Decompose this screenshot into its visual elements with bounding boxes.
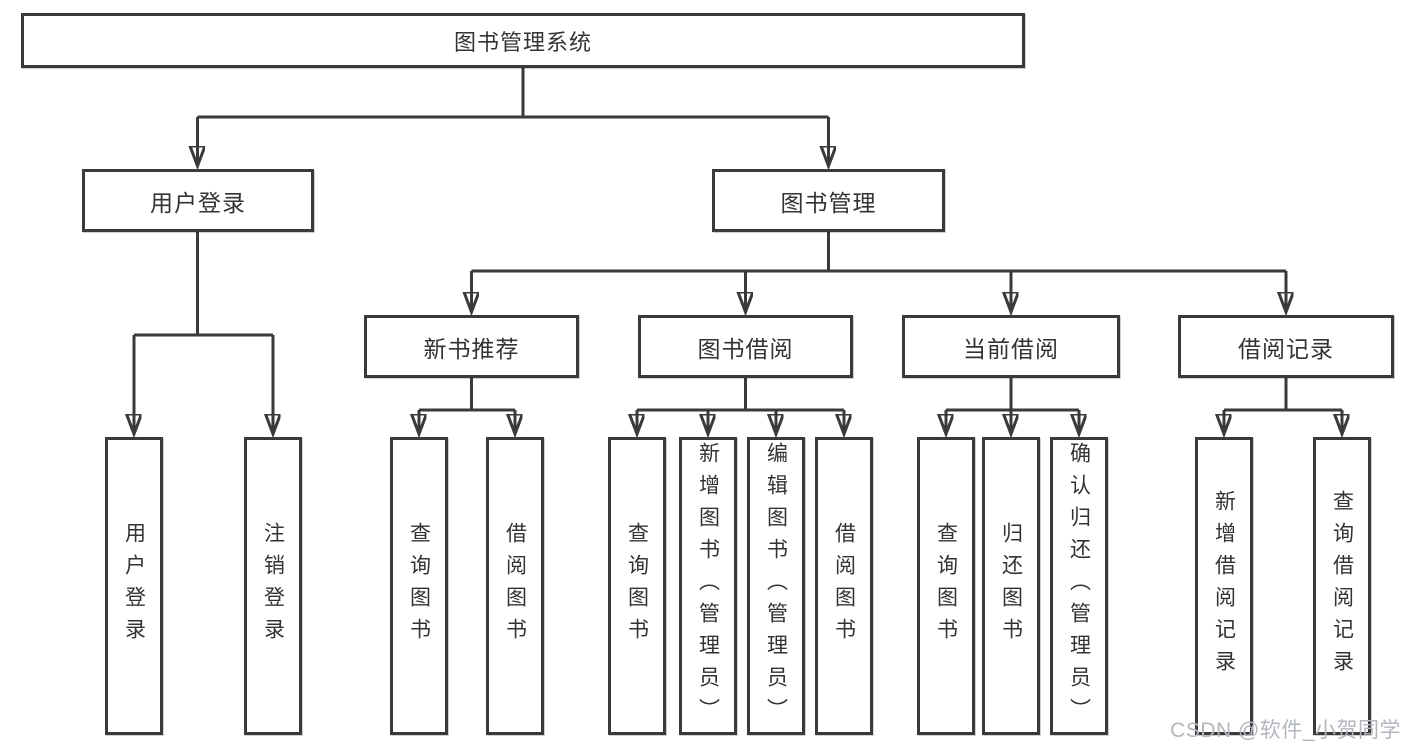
node-label: 新书推荐 [423, 335, 520, 362]
node-label: 图书借阅 [697, 335, 794, 362]
leaf-confirm-return-admin: 确认归还（管理员） [1050, 437, 1108, 735]
leaf-logout: 注销登录 [244, 437, 302, 735]
leaf-borrow-books: 借阅图书 [815, 437, 873, 735]
leaf-borrow-books-recommend: 借阅图书 [486, 437, 544, 735]
leaf-label: 查询图书 [625, 522, 649, 650]
leaf-label: 查询图书 [407, 522, 431, 650]
node-new-book-recommend: 新书推荐 [364, 315, 579, 378]
csdn-watermark: CSDN @软件_小贺同学 [1170, 719, 1401, 742]
leaf-query-books-recommend: 查询图书 [390, 437, 448, 735]
node-label: 用户登录 [150, 189, 246, 216]
node-label: 借阅记录 [1238, 335, 1334, 362]
node-current-borrowing: 当前借阅 [902, 315, 1120, 378]
node-label: 图书管理 [780, 189, 877, 216]
leaf-query-books-current: 查询图书 [917, 437, 975, 735]
leaf-label: 借阅图书 [503, 522, 527, 650]
leaf-edit-book-admin: 编辑图书（管理员） [747, 437, 805, 735]
leaf-label: 注销登录 [261, 522, 285, 650]
node-book-borrowing: 图书借阅 [638, 315, 853, 378]
leaf-add-book-admin: 新增图书（管理员） [679, 437, 737, 735]
leaf-query-borrow-record: 查询借阅记录 [1313, 437, 1371, 735]
leaf-label: 查询图书 [934, 522, 958, 650]
leaf-return-book: 归还图书 [982, 437, 1040, 735]
leaf-label: 新增图书（管理员） [696, 442, 720, 730]
leaf-label: 用户登录 [122, 522, 146, 650]
node-label: 图书管理系统 [453, 29, 592, 55]
leaf-user-login: 用户登录 [105, 437, 163, 735]
node-book-management: 图书管理 [712, 169, 945, 232]
leaf-label: 查询借阅记录 [1330, 490, 1354, 682]
leaf-query-books-borrow: 查询图书 [608, 437, 666, 735]
leaf-label: 编辑图书（管理员） [764, 442, 788, 730]
leaf-label: 借阅图书 [832, 522, 856, 650]
node-root-library-management-system: 图书管理系统 [21, 13, 1025, 68]
node-user-login: 用户登录 [82, 169, 314, 232]
node-label: 当前借阅 [963, 335, 1059, 362]
node-borrowing-records: 借阅记录 [1178, 315, 1394, 378]
leaf-add-borrow-record: 新增借阅记录 [1195, 437, 1253, 735]
leaf-label: 归还图书 [999, 522, 1023, 650]
leaf-label: 新增借阅记录 [1212, 490, 1236, 682]
leaf-label: 确认归还（管理员） [1067, 442, 1091, 730]
